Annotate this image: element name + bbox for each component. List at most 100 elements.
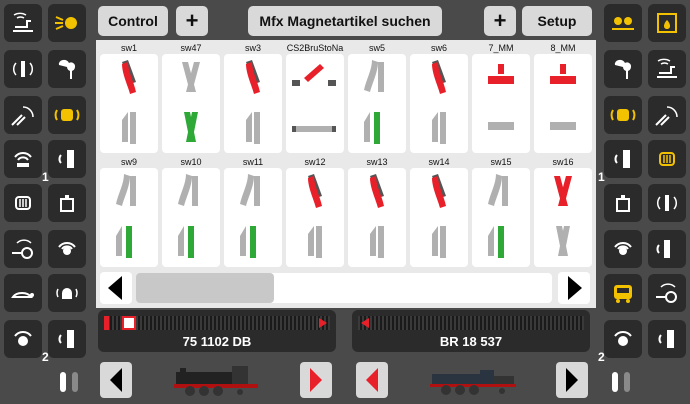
function-button-horn[interactable]: [4, 50, 42, 88]
article-label: 7_MM: [488, 43, 514, 53]
speed-slider-left[interactable]: [104, 316, 330, 330]
signal-uncoupler-icon[interactable]: [286, 54, 344, 153]
direction-forward-icon: [319, 318, 327, 328]
decoupler-icon[interactable]: [534, 54, 592, 153]
speed-handle-left[interactable]: [122, 316, 136, 330]
next-loco-right-button[interactable]: [556, 362, 588, 398]
article-sw3[interactable]: sw3: [224, 42, 282, 153]
air-pump-icon: [656, 283, 677, 303]
function-button-signal-right[interactable]: [604, 4, 642, 42]
function-button-compressor[interactable]: [648, 230, 686, 268]
function-button-speaker[interactable]: [4, 320, 42, 358]
article-8_MM[interactable]: 8_MM: [534, 42, 592, 153]
function-button-smoke-right[interactable]: [604, 50, 642, 88]
firebox-icon: [657, 13, 677, 33]
article-sw12[interactable]: sw12: [286, 156, 344, 267]
horizontal-scrollbar[interactable]: [98, 270, 592, 306]
switch-left-icon[interactable]: [224, 168, 282, 267]
page-indicator-right[interactable]: [612, 372, 634, 394]
switch-right-icon[interactable]: [286, 168, 344, 267]
scrollbar-thumb[interactable]: [136, 273, 274, 303]
function-button-weight-right[interactable]: [604, 184, 642, 222]
article-sw14[interactable]: sw14: [410, 156, 468, 267]
weight-icon: [616, 195, 630, 212]
scroll-right-button[interactable]: [558, 272, 590, 304]
switch-right-icon[interactable]: [224, 54, 282, 153]
article-sw13[interactable]: sw13: [348, 156, 406, 267]
prev-loco-left-button[interactable]: [100, 362, 132, 398]
function-button-door-right[interactable]: 1: [598, 140, 642, 184]
speed-slider-right[interactable]: [358, 316, 584, 330]
function-button-speaker-right[interactable]: 2: [598, 320, 642, 364]
article-sw15[interactable]: sw15: [472, 156, 530, 267]
function-button-horn-right[interactable]: [648, 184, 686, 222]
switch-left-icon[interactable]: [162, 168, 220, 267]
function-button-sound-f1[interactable]: [4, 140, 42, 178]
switch-cross-icon[interactable]: [534, 168, 592, 267]
function-button-pump-right[interactable]: [648, 274, 686, 312]
function-button-radio-right[interactable]: [604, 230, 642, 268]
setup-button[interactable]: Setup: [522, 6, 592, 36]
add-left-button[interactable]: +: [176, 6, 208, 36]
article-CS2BruStoNa[interactable]: CS2BruStoNa: [286, 42, 344, 153]
direction-left-button[interactable]: [300, 362, 332, 398]
function-number: 1: [598, 170, 605, 184]
search-mfx-button[interactable]: Mfx Magnetartikel suchen: [248, 6, 442, 36]
article-sw47[interactable]: sw47: [162, 42, 220, 153]
function-button-interior-right[interactable]: [648, 140, 686, 178]
switch-right-icon[interactable]: [410, 168, 468, 267]
article-sw9[interactable]: sw9: [100, 156, 158, 267]
decoupler-icon[interactable]: [472, 54, 530, 153]
article-sw10[interactable]: sw10: [162, 156, 220, 267]
function-number: 2: [42, 350, 49, 364]
switch-right-icon[interactable]: [100, 54, 158, 153]
speed-control-right[interactable]: BR 18 537: [352, 310, 590, 352]
article-sw1[interactable]: sw1: [100, 42, 158, 153]
switch-left-icon[interactable]: [348, 54, 406, 153]
function-button-light-left[interactable]: [48, 4, 86, 42]
function-button-shunt-left[interactable]: [4, 96, 42, 134]
sound-horn-icon: [656, 195, 678, 211]
switch-right-icon[interactable]: [410, 54, 468, 153]
function-button-sound-right[interactable]: [648, 50, 686, 88]
scrollbar-track[interactable]: [136, 273, 552, 303]
switch-right-icon[interactable]: [348, 168, 406, 267]
function-button-door2-left[interactable]: 2: [42, 320, 86, 364]
article-label: sw9: [120, 157, 137, 167]
article-sw16[interactable]: sw16: [534, 156, 592, 267]
direction-right-button[interactable]: [356, 362, 388, 398]
coupler-sound-icon: [11, 106, 34, 126]
announcement-icon: [14, 152, 32, 167]
page-indicator-left[interactable]: [60, 372, 82, 394]
article-sw6[interactable]: sw6: [410, 42, 468, 153]
function-button-bell[interactable]: [48, 274, 86, 312]
function-button-weight[interactable]: [48, 184, 86, 222]
weight-icon: [60, 195, 74, 212]
function-button-sound-left[interactable]: [4, 4, 42, 42]
function-button-smoke[interactable]: [48, 50, 86, 88]
function-button-cabin-right[interactable]: [604, 96, 642, 134]
function-button-firebox[interactable]: [648, 4, 686, 42]
function-button-pump[interactable]: [4, 230, 42, 268]
function-button-interior[interactable]: [4, 184, 42, 222]
control-button[interactable]: Control: [98, 6, 168, 36]
direction-reverse-icon: [361, 318, 369, 328]
function-button-shunt-right[interactable]: [648, 96, 686, 134]
speed-control-left[interactable]: 75 1102 DB: [98, 310, 336, 352]
article-7_MM[interactable]: 7_MM: [472, 42, 530, 153]
function-button-bus[interactable]: [604, 274, 642, 312]
switch-cross-icon[interactable]: [162, 54, 220, 153]
article-sw5[interactable]: sw5: [348, 42, 406, 153]
article-sw11[interactable]: sw11: [224, 156, 282, 267]
function-button-door2-right[interactable]: [648, 320, 686, 358]
add-right-button[interactable]: +: [484, 6, 516, 36]
scroll-left-button[interactable]: [100, 272, 132, 304]
function-button-door-left[interactable]: 1: [42, 140, 86, 184]
function-button-cabin-left[interactable]: [48, 96, 86, 134]
article-label: sw14: [428, 157, 450, 167]
function-button-slow[interactable]: [4, 274, 42, 312]
switch-left-icon[interactable]: [472, 168, 530, 267]
switch-left-icon[interactable]: [100, 168, 158, 267]
function-button-radio-left[interactable]: [48, 230, 86, 268]
